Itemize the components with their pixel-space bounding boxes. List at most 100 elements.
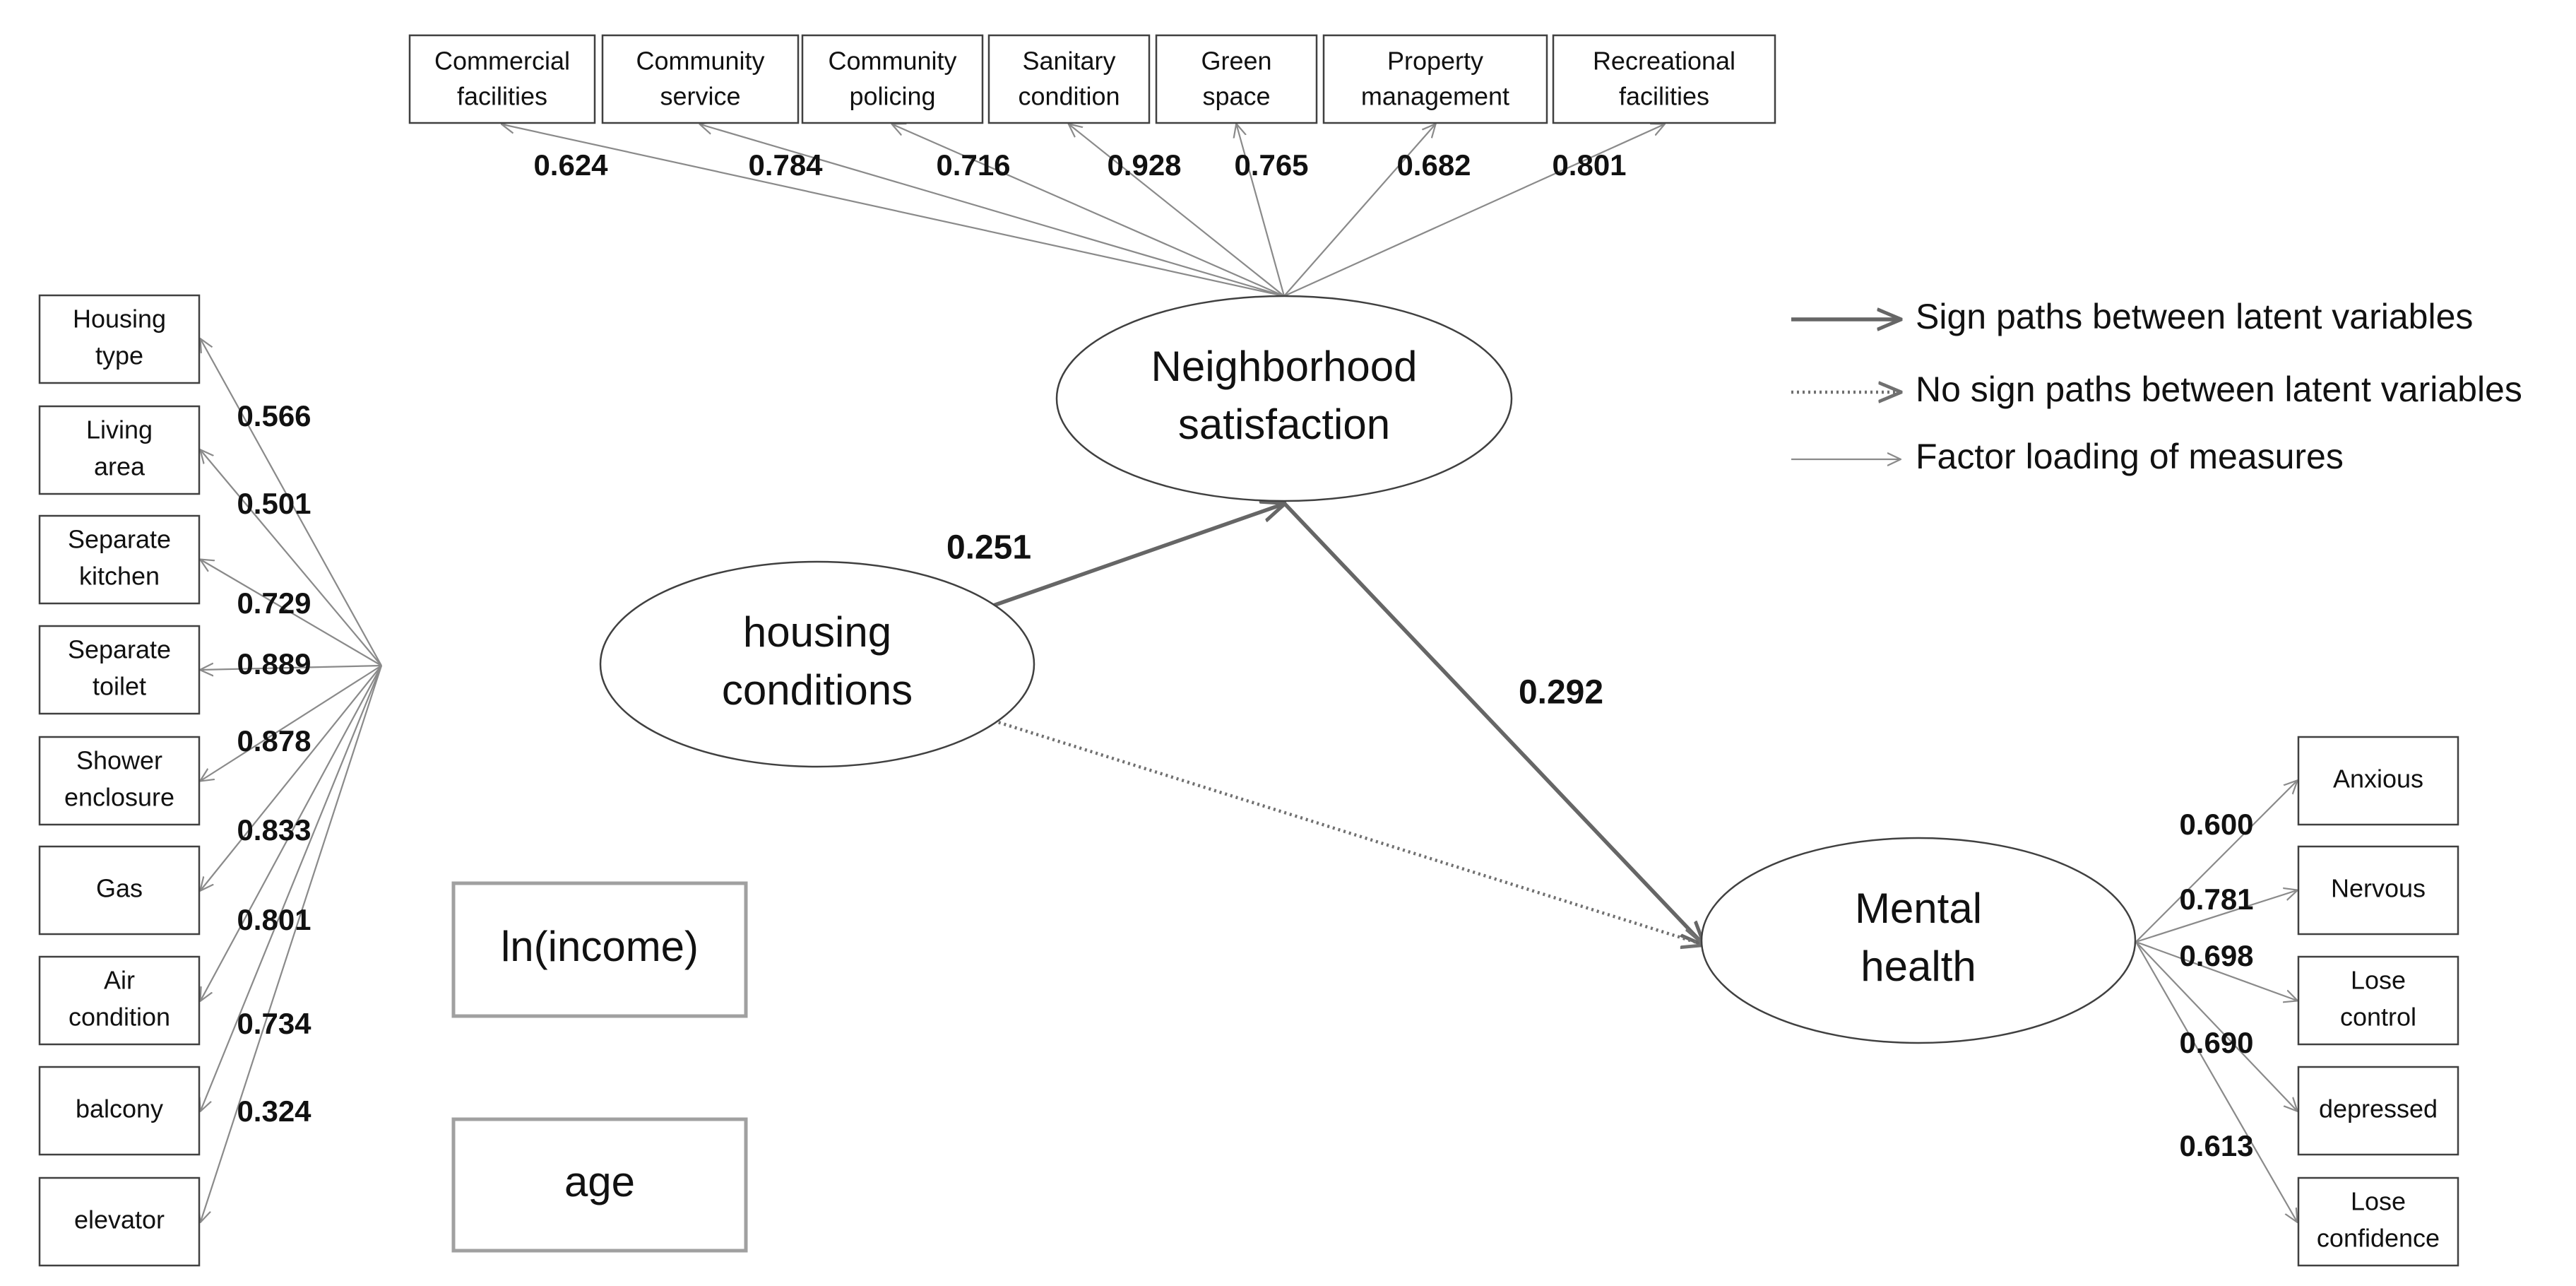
measure-box-nervous: [2297, 845, 2459, 936]
loading-value-separate-kitchen: 0.729: [237, 586, 311, 620]
measure-box-living-area: [38, 405, 201, 495]
loading-value-elevator: 0.324: [237, 1095, 311, 1128]
loading-arrow-community-service: [701, 124, 1285, 297]
control-box-age: [451, 1117, 748, 1253]
loading-arrow-green-space: [1237, 124, 1286, 297]
loading-value-air-condition: 0.801: [237, 903, 311, 936]
loading-arrow-recreational-facilities: [1283, 124, 1664, 297]
measure-box-lose-control: [2297, 955, 2459, 1046]
loading-value-depressed: 0.690: [2179, 1026, 2253, 1059]
path-coef-housing-to-neighborhood: 0.251: [946, 529, 1031, 567]
loading-value-lose-confidence: 0.613: [2179, 1129, 2253, 1162]
legend-label-loading: Factor loading of measures: [1916, 437, 2344, 476]
measure-box-elevator: [38, 1176, 201, 1267]
measure-box-gas: [38, 845, 201, 936]
measure-box-separate-kitchen: [38, 514, 201, 605]
measure-box-shower-enclosure: [38, 736, 201, 826]
loading-arrow-anxious: [2135, 781, 2297, 943]
path-coef-neighborhood-to-mental: 0.292: [1519, 674, 1603, 712]
measure-box-anxious: [2297, 736, 2459, 826]
measure-box-commercial-facilities: [408, 34, 596, 124]
legend-label-nosign: No sign paths between latent variables: [1916, 370, 2522, 409]
measure-label-gas: Gas: [96, 874, 143, 903]
loading-value-nervous: 0.781: [2179, 883, 2253, 916]
loading-arrow-living-area: [201, 450, 382, 666]
measure-box-sanitary-condition: [987, 34, 1151, 124]
loading-arrow-property-management: [1283, 124, 1435, 297]
latent-mental-ellipse: [1700, 837, 2137, 1044]
measure-box-depressed: [2297, 1066, 2459, 1156]
loading-value-housing-type: 0.566: [237, 399, 311, 432]
control-label-ln-income: ln(income): [501, 923, 699, 970]
loading-value-separate-toilet: 0.889: [237, 647, 311, 680]
loading-arrow-nervous: [2135, 890, 2297, 943]
loading-arrow-sanitary-condition: [1069, 124, 1285, 297]
legend-label-sign: Sign paths between latent variables: [1916, 297, 2473, 336]
loading-arrow-lose-control: [2135, 940, 2297, 1001]
latent-housing-ellipse: [599, 560, 1035, 768]
loading-arrow-elevator: [201, 665, 383, 1222]
loading-value-commercial-facilities: 0.624: [533, 148, 608, 182]
loading-value-sanitary-condition: 0.928: [1107, 148, 1181, 182]
loading-value-balcony: 0.734: [237, 1007, 311, 1040]
measure-box-separate-toilet: [38, 625, 201, 715]
measure-box-recreational-facilities: [1552, 34, 1776, 124]
loading-value-lose-control: 0.698: [2179, 939, 2253, 972]
loading-arrow-shower-enclosure: [201, 665, 382, 781]
loading-value-property-management: 0.682: [1396, 148, 1471, 182]
loading-arrow-lose-confidence: [2135, 941, 2297, 1222]
loading-value-gas: 0.833: [237, 813, 311, 846]
control-label-age: age: [564, 1158, 635, 1205]
measure-label-depressed: depressed: [2319, 1095, 2438, 1123]
loading-arrow-housing-type: [201, 339, 382, 666]
loading-arrow-commercial-facilities: [502, 124, 1285, 297]
latent-neighborhood-ellipse: [1055, 295, 1513, 502]
loading-arrow-balcony: [201, 665, 383, 1111]
loading-value-anxious: 0.600: [2179, 808, 2253, 841]
measure-box-community-service: [601, 34, 800, 124]
control-box-ln-income: [451, 881, 748, 1018]
measure-label-balcony: balcony: [76, 1095, 163, 1123]
measure-label-nervous: Nervous: [2331, 874, 2426, 903]
measure-box-air-condition: [38, 955, 201, 1046]
paths-layer: [201, 124, 2297, 1222]
loading-arrow-separate-toilet: [201, 666, 382, 670]
measure-box-lose-confidence: [2297, 1176, 2459, 1267]
loading-arrow-community-policing: [893, 124, 1285, 297]
measure-box-housing-type: [38, 294, 201, 384]
loading-value-shower-enclosure: 0.878: [237, 724, 311, 757]
measure-box-community-policing: [801, 34, 984, 124]
loading-value-living-area: 0.501: [237, 487, 311, 520]
loading-value-green-space: 0.765: [1234, 148, 1308, 182]
loading-arrow-air-condition: [201, 665, 382, 1001]
measure-box-green-space: [1155, 34, 1318, 124]
path-neighborhood-to-mental: [1283, 502, 1704, 945]
shapes-layer: [38, 34, 2459, 1267]
measure-label-anxious: Anxious: [2333, 765, 2423, 794]
loading-arrow-gas: [201, 665, 382, 890]
measure-box-property-management: [1322, 34, 1548, 124]
loading-value-community-policing: 0.716: [936, 148, 1010, 182]
measure-label-elevator: elevator: [74, 1205, 165, 1234]
loading-value-community-service: 0.784: [748, 148, 823, 182]
loading-value-recreational-facilities: 0.801: [1552, 148, 1626, 182]
